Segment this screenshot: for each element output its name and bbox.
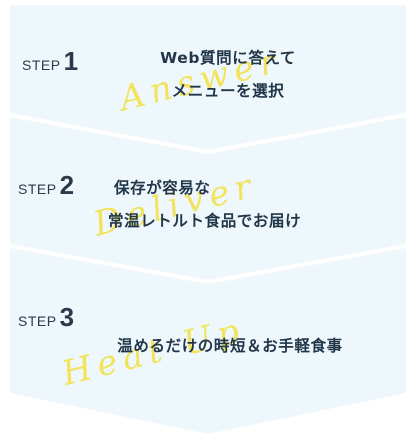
step-3-line-1: 温めるだけの時短＆お手軽食事 [117,337,343,355]
step-2-number: 2 [59,170,75,200]
chevron-step-1 [10,5,406,150]
step-3-number: 3 [59,302,75,332]
chevron-step-3 [10,248,406,434]
step-1-description: Web質問に答えて メニューを選択 [118,46,338,104]
step-1-word: STEP [22,57,61,73]
chevron-step-2 [10,117,406,280]
step-2-line-2: 常温レトルト食品でお届け [108,212,302,230]
step-2-description: 保存が容易な 常温レトルト食品でお届け [108,176,378,234]
step-2-line-1: 保存が容易な [114,179,211,197]
step-1-number: 1 [63,46,79,76]
step-3-word: STEP [18,313,57,329]
step-2-word: STEP [18,181,57,197]
step-1-line-2: メニューを選択 [171,82,285,100]
step-3-description: 温めるだけの時短＆お手軽食事 [70,334,390,359]
step-1-line-1: Web質問に答えて [160,49,296,67]
